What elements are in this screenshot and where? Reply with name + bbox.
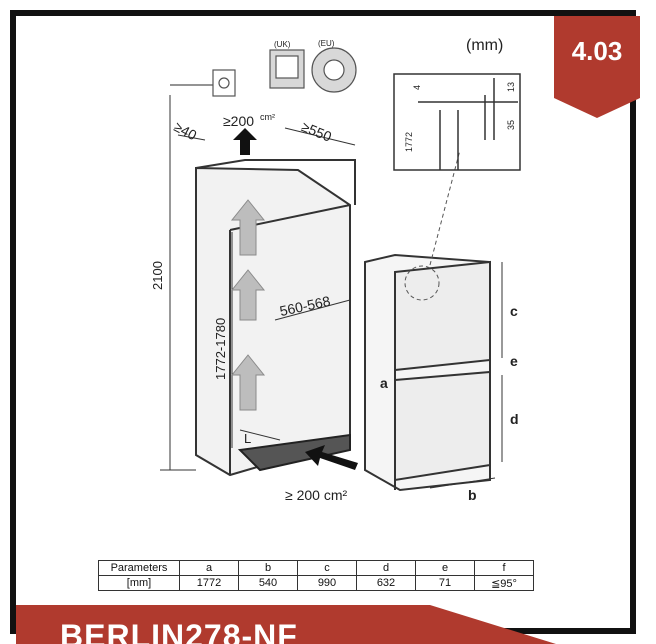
- table-cell: 71: [415, 575, 475, 591]
- dimension-lines: [160, 95, 356, 471]
- detail-callout-circle: [404, 265, 440, 301]
- table-cell: e: [415, 560, 475, 576]
- table-cell: 540: [238, 575, 298, 591]
- label-detail-4: 4: [412, 85, 422, 90]
- label-d: d: [510, 411, 519, 427]
- label-niche-height: 1772-1780: [213, 318, 228, 380]
- label-socket-uk: (UK): [274, 40, 291, 49]
- table-cell: d: [356, 560, 416, 576]
- label-detail-13: 13: [506, 82, 516, 92]
- table-cell: b: [238, 560, 298, 576]
- table-cell: 632: [356, 575, 416, 591]
- detail-callout-line: [429, 149, 461, 266]
- label-gap-l: L: [244, 431, 251, 446]
- label-socket-eu: (EU): [318, 39, 335, 48]
- table-cell: f: [474, 560, 534, 576]
- label-b: b: [468, 487, 477, 503]
- label-width-min: ≥550: [299, 118, 334, 145]
- socket-icons: [170, 47, 357, 97]
- fridge-appliance: [364, 253, 491, 492]
- detail-inset: [393, 73, 521, 171]
- units-label: (mm): [466, 37, 504, 54]
- model-name-banner: BERLIN278-NF: [60, 618, 298, 644]
- section-badge: 4.03: [571, 36, 623, 66]
- label-top-vent: ≥200: [223, 113, 254, 129]
- parameters-table: Parameters a b c d e f [mm] 1772 540 990…: [98, 560, 534, 591]
- label-total-height: 2100: [150, 261, 165, 290]
- label-depth-min: ≥40: [171, 118, 199, 143]
- banner-shape: [16, 605, 556, 644]
- label-bottom-vent: ≥ 200 cm²: [285, 487, 347, 503]
- table-cell: c: [297, 560, 357, 576]
- table-cell: 990: [297, 575, 357, 591]
- bottom-vent-arrow: [305, 445, 358, 470]
- label-detail-35: 35: [506, 120, 516, 130]
- label-top-vent-unit: cm²: [260, 112, 275, 122]
- label-a: a: [380, 375, 388, 391]
- label-detail-1772: 1772: [404, 132, 414, 152]
- table-cell: Parameters: [98, 560, 180, 576]
- table-cell: ≦95°: [474, 575, 534, 591]
- table-cell: [mm]: [98, 575, 180, 591]
- airflow-arrows: [230, 199, 266, 411]
- table-row: Parameters a b c d e f: [98, 560, 534, 576]
- fridge-dimension-lines: [429, 262, 503, 489]
- label-c: c: [510, 303, 518, 319]
- label-e: e: [510, 353, 518, 369]
- badge-shape: [554, 16, 640, 118]
- table-cell: a: [179, 560, 239, 576]
- table-cell: 1772: [179, 575, 239, 591]
- niche-cabinet: [195, 159, 356, 477]
- table-row: [mm] 1772 540 990 632 71 ≦95°: [98, 575, 534, 591]
- top-vent-arrow: [233, 128, 257, 155]
